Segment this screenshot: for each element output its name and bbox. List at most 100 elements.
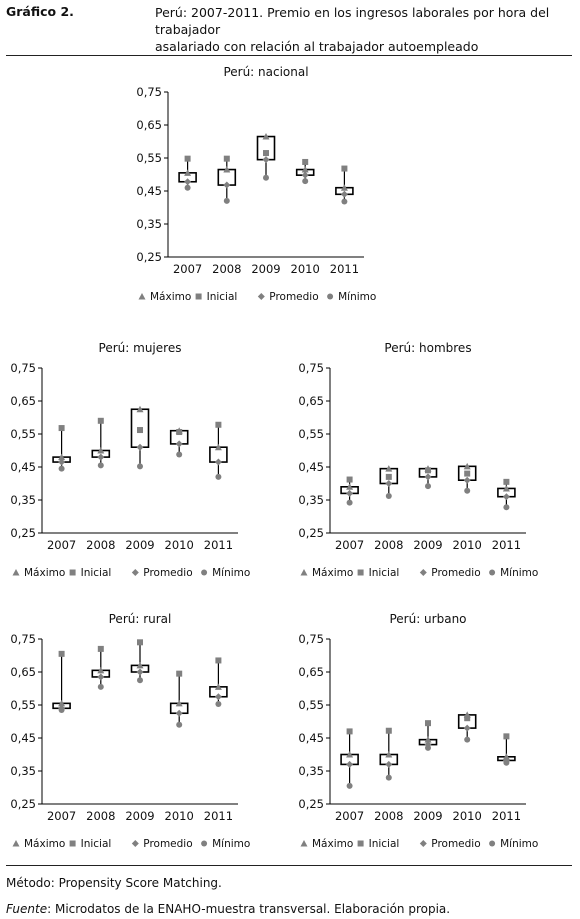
chart-title: Perú: hombres xyxy=(384,341,471,355)
x-tick-label: 2010 xyxy=(453,809,482,823)
marker-promedio xyxy=(136,443,144,451)
y-tick-label: 0,65 xyxy=(10,394,36,408)
legend-label: Máximo xyxy=(24,838,65,850)
marker-mínimo xyxy=(341,198,348,205)
marker-máximo xyxy=(262,133,270,140)
marker-promedio xyxy=(214,693,222,701)
marker-promedio xyxy=(385,480,393,487)
legend-label: Máximo xyxy=(312,838,353,850)
marker-mínimo xyxy=(385,493,392,500)
marker-mínimo xyxy=(425,483,431,490)
x-tick-label: 2011 xyxy=(492,809,521,823)
legend-marker xyxy=(357,569,364,576)
marker-promedio xyxy=(424,473,432,481)
marker-promedio xyxy=(184,178,192,186)
marker-mínimo xyxy=(346,782,353,789)
y-tick-label: 0,25 xyxy=(136,250,162,264)
marker-inicial xyxy=(137,427,143,434)
y-tick-label: 0,75 xyxy=(136,85,162,99)
chart-title: Perú: nacional xyxy=(223,65,308,79)
x-tick-label: 2011 xyxy=(204,809,233,823)
marker-promedio xyxy=(175,440,183,448)
marker-máximo xyxy=(175,699,183,707)
marker-inicial xyxy=(58,425,65,432)
x-tick-label: 2007 xyxy=(173,262,202,276)
y-tick-label: 0,35 xyxy=(298,493,324,507)
chart-title: Perú: urbano xyxy=(389,612,466,626)
marker-promedio xyxy=(58,458,66,466)
y-tick-label: 0,75 xyxy=(10,632,36,646)
y-tick-label: 0,45 xyxy=(136,184,162,198)
marker-máximo xyxy=(223,166,231,173)
x-tick-label: 2009 xyxy=(413,538,442,552)
marker-mínimo xyxy=(223,197,230,204)
marker-máximo xyxy=(184,169,192,176)
y-tick-label: 0,55 xyxy=(10,698,36,712)
y-tick-label: 0,65 xyxy=(298,665,324,679)
marker-mínimo xyxy=(215,473,222,480)
legend-label: Máximo xyxy=(150,291,191,303)
marker-mínimo xyxy=(137,463,143,470)
legend-label: Inicial xyxy=(369,567,400,579)
y-tick-label: 0,35 xyxy=(10,493,36,507)
marker-mínimo xyxy=(503,504,510,511)
marker-inicial xyxy=(223,155,230,162)
top-rule xyxy=(6,55,572,56)
marker-máximo xyxy=(136,405,144,413)
figure-title: Perú: 2007-2011. Premio en los ingresos … xyxy=(155,4,576,55)
legend-marker xyxy=(489,840,496,847)
marker-inicial xyxy=(215,421,222,428)
x-tick-label: 2011 xyxy=(204,538,233,552)
source-note: Fuente: Microdatos de la ENAHO-muestra t… xyxy=(6,902,450,916)
legend-label: Promedio xyxy=(431,567,480,579)
marker-inicial xyxy=(425,467,431,474)
marker-promedio xyxy=(346,489,354,497)
marker-máximo xyxy=(385,465,393,472)
legend-marker xyxy=(257,293,265,300)
y-tick-label: 0,35 xyxy=(298,764,324,778)
legend-marker xyxy=(69,569,76,576)
x-tick-label: 2010 xyxy=(291,262,320,276)
y-tick-label: 0,55 xyxy=(136,151,162,165)
y-tick-label: 0,55 xyxy=(298,427,324,441)
marker-inicial xyxy=(503,478,510,485)
marker-inicial xyxy=(341,165,348,172)
legend-marker xyxy=(489,569,496,576)
marker-inicial xyxy=(302,158,309,165)
marker-inicial xyxy=(385,727,392,734)
marker-mínimo xyxy=(263,174,269,181)
marker-mínimo xyxy=(346,499,353,506)
marker-promedio xyxy=(136,668,144,676)
legend-label: Inicial xyxy=(207,291,238,303)
legend-label: Mínimo xyxy=(212,567,250,579)
marker-inicial xyxy=(425,720,431,727)
x-tick-label: 2007 xyxy=(47,809,76,823)
marker-inicial xyxy=(184,155,191,162)
legend-marker xyxy=(300,840,308,847)
y-tick-label: 0,55 xyxy=(10,427,36,441)
x-tick-label: 2007 xyxy=(47,538,76,552)
marker-mínimo xyxy=(58,465,65,472)
marker-inicial xyxy=(346,728,353,735)
figure-header: Gráfico 2. Perú: 2007-2011. Premio en lo… xyxy=(6,4,576,54)
x-tick-label: 2007 xyxy=(335,809,364,823)
marker-mínimo xyxy=(464,487,471,494)
marker-mínimo xyxy=(176,721,183,728)
marker-máximo xyxy=(214,443,222,451)
y-tick-label: 0,25 xyxy=(10,797,36,811)
legend-label: Mínimo xyxy=(500,567,538,579)
marker-máximo xyxy=(346,483,354,490)
chart-title: Perú: mujeres xyxy=(99,341,182,355)
marker-promedio xyxy=(502,493,510,501)
marker-promedio xyxy=(223,181,231,189)
marker-promedio xyxy=(214,458,222,466)
marker-máximo xyxy=(136,661,144,669)
marker-mínimo xyxy=(503,759,510,766)
marker-promedio xyxy=(97,453,105,461)
x-tick-label: 2009 xyxy=(251,262,280,276)
marker-promedio xyxy=(463,476,471,484)
marker-máximo xyxy=(346,751,354,758)
figure-label: Gráfico 2. xyxy=(6,4,74,19)
marker-mínimo xyxy=(97,462,104,469)
legend-label: Máximo xyxy=(312,567,353,579)
